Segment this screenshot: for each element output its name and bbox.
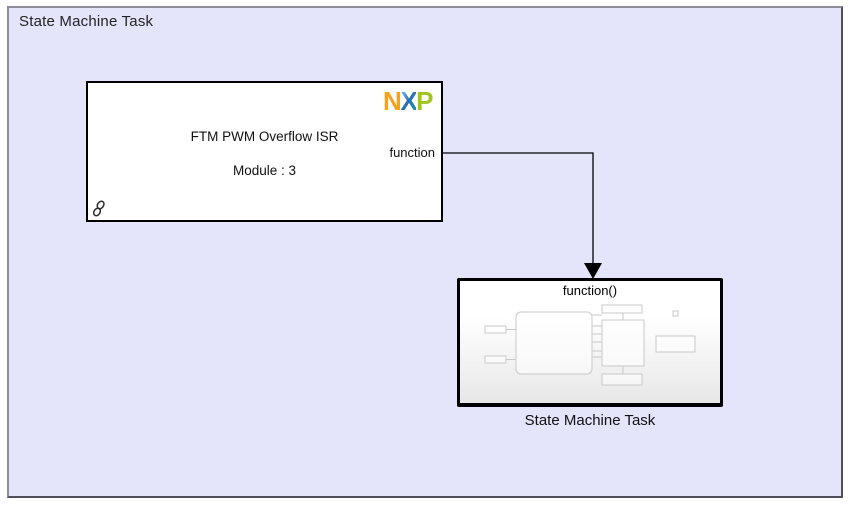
library-link-icon[interactable]: [92, 200, 106, 218]
nxp-letter-n: N: [383, 86, 402, 116]
subsystem-preview-thumbnail: [484, 304, 696, 386]
block-label-line1: FTM PWM Overflow ISR: [190, 129, 339, 144]
subsystem-name-label[interactable]: State Machine Task: [524, 412, 656, 429]
area-title[interactable]: State Machine Task: [19, 13, 154, 30]
block-label-line2: Module : 3: [232, 163, 297, 178]
nxp-logo: N X P: [383, 86, 433, 116]
output-port-label: function: [389, 145, 435, 160]
ftm-pwm-overflow-isr-block[interactable]: N X P FTM PWM Overflow ISR Module : 3 fu…: [86, 81, 443, 222]
state-machine-task-subsystem[interactable]: function(): [457, 278, 723, 407]
nxp-letter-x: X: [400, 86, 417, 116]
nxp-letter-p: P: [416, 86, 433, 116]
subsystem-trigger-port-label: function(): [562, 283, 618, 298]
